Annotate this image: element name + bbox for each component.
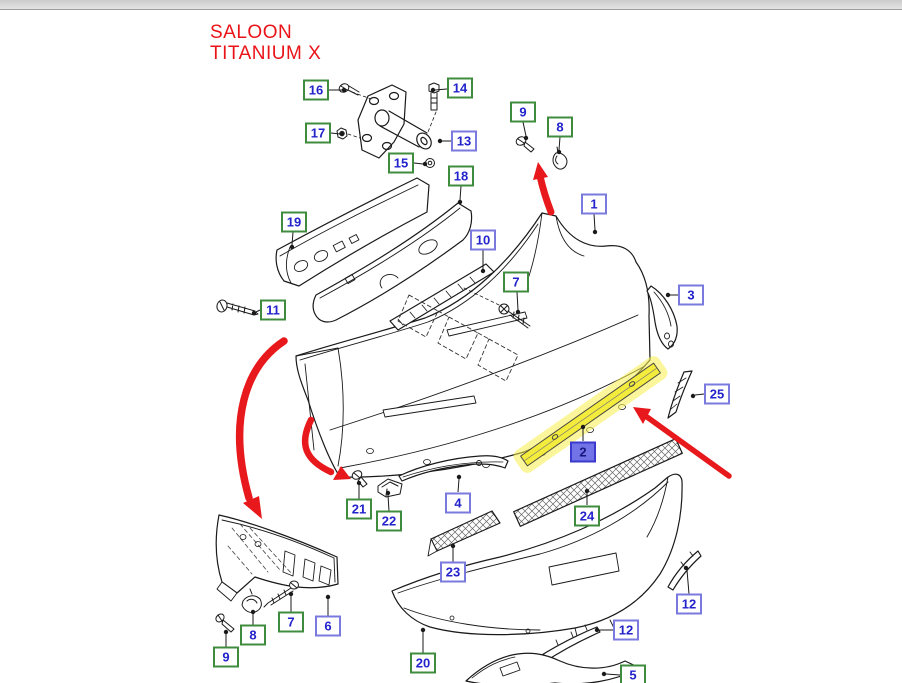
callout-10[interactable]: 10 <box>470 229 496 251</box>
callout-15[interactable]: 15 <box>388 152 414 174</box>
callout-20[interactable]: 20 <box>410 652 436 674</box>
callout-18[interactable]: 18 <box>448 165 474 187</box>
callout-7[interactable]: 7 <box>503 271 529 293</box>
part-bumper-cover <box>295 212 651 478</box>
callout-23[interactable]: 23 <box>440 561 466 583</box>
screw-9-bottom-icon <box>215 613 235 633</box>
red-arrows <box>235 162 732 519</box>
callout-25[interactable]: 25 <box>704 383 730 405</box>
callout-9[interactable]: 9 <box>510 101 536 123</box>
part-mesh-piece-23 <box>427 510 501 557</box>
screw-9-top-icon <box>515 136 535 153</box>
red-arrow-curve-small <box>301 416 351 480</box>
callout-8-2[interactable]: 8 <box>240 624 266 646</box>
grommet-15-icon <box>425 158 435 168</box>
part-moulding-4 <box>398 455 509 482</box>
red-arrow-up <box>533 162 555 216</box>
part-corner-moulding-25 <box>667 370 693 419</box>
screw-7-mid-icon <box>463 287 531 329</box>
projection-dashed-lines <box>397 294 519 382</box>
part-mesh-grille-24 <box>513 438 683 527</box>
screw-7-bottom-icon <box>263 580 299 608</box>
callout-2[interactable]: 2 <box>570 441 596 463</box>
part-lower-moulding-2 <box>520 362 661 467</box>
title-line2: TITANIUM X <box>210 43 322 64</box>
clip-8-bottom-icon <box>241 588 262 613</box>
callout-9-2[interactable]: 9 <box>213 646 239 668</box>
callout-4[interactable]: 4 <box>445 492 471 514</box>
part-trim-12-right <box>667 550 702 591</box>
red-arrow-curve-large <box>235 337 288 519</box>
red-arrow-straight <box>633 407 732 479</box>
part-towing-bracket <box>357 84 432 159</box>
title-line1: SALOON <box>210 22 293 43</box>
callout-11[interactable]: 11 <box>260 299 286 321</box>
callout-21[interactable]: 21 <box>346 498 372 520</box>
callout-16[interactable]: 16 <box>303 79 329 101</box>
part-trim-5 <box>465 652 641 683</box>
callout-13[interactable]: 13 <box>451 130 477 152</box>
callout-8[interactable]: 8 <box>547 116 573 138</box>
leader-lines <box>223 87 705 677</box>
callout-14[interactable]: 14 <box>447 77 473 99</box>
screw-11-icon <box>216 299 259 316</box>
callout-22[interactable]: 22 <box>376 510 402 532</box>
part-rear-panel <box>312 202 473 323</box>
part-side-bracket <box>646 285 678 350</box>
clip-8-top-icon <box>552 146 568 170</box>
callout-1[interactable]: 1 <box>581 193 607 215</box>
part-reinforcement-beam <box>275 177 430 287</box>
callout-12[interactable]: 12 <box>613 619 639 641</box>
callout-3[interactable]: 3 <box>678 284 704 306</box>
callout-5[interactable]: 5 <box>620 664 646 683</box>
callout-6[interactable]: 6 <box>315 615 341 637</box>
part-mounting-bracket-6 <box>215 514 339 602</box>
part-trim-12-center <box>536 624 601 664</box>
callout-17[interactable]: 17 <box>305 122 331 144</box>
page-title: SALOON TITANIUM X <box>210 22 321 64</box>
callout-19[interactable]: 19 <box>281 211 307 233</box>
callout-7-2[interactable]: 7 <box>278 611 304 633</box>
callout-24[interactable]: 24 <box>574 505 600 527</box>
clip-22-icon <box>377 478 403 498</box>
callout-12-2[interactable]: 12 <box>676 593 702 615</box>
window-top-bar <box>0 0 902 10</box>
part-lower-valance <box>391 473 683 637</box>
screw-21-icon <box>351 470 368 488</box>
